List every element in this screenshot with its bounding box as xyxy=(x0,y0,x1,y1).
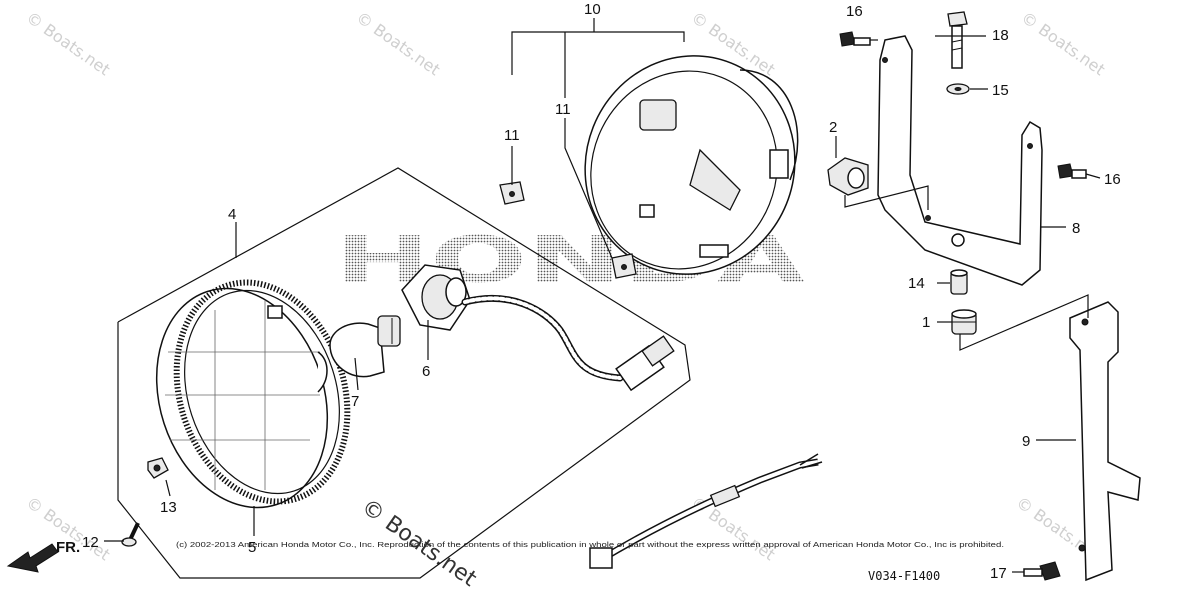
callout-13: 13 xyxy=(160,499,177,516)
nut-clip-part xyxy=(147,457,169,479)
watermark-site: © Boats.net xyxy=(353,8,444,80)
callout-16: 16 xyxy=(1104,171,1121,188)
bolt-part xyxy=(839,31,871,47)
bolt-part xyxy=(1057,163,1087,179)
long-stay-part xyxy=(1069,301,1141,582)
copyright-notice: (c) 2002-2013 American Honda Motor Co., … xyxy=(176,540,1004,549)
rubber-grommet-part xyxy=(951,309,977,335)
callout-7: 7 xyxy=(351,393,359,410)
collar-part xyxy=(950,269,968,295)
callout-12: 12 xyxy=(82,534,99,551)
callout-17: 17 xyxy=(990,565,1007,582)
callout-15: 15 xyxy=(992,82,1009,99)
screw-part xyxy=(121,522,140,547)
callout-11: 11 xyxy=(555,101,571,118)
headlight-lens-part xyxy=(155,279,351,509)
headlight-group-outline xyxy=(117,167,691,579)
socket-harness-part xyxy=(401,264,675,392)
front-direction-arrow: FR. xyxy=(6,539,80,573)
watermark-site: © Boats.net xyxy=(1018,8,1109,80)
headlight-case-part xyxy=(584,55,799,275)
callout-2: 2 xyxy=(829,119,837,136)
clip-part xyxy=(499,181,525,205)
callout-8: 8 xyxy=(1072,220,1080,237)
callout-16: 16 xyxy=(846,3,863,20)
callout-9: 9 xyxy=(1022,433,1030,450)
front-direction-label: FR. xyxy=(56,539,80,556)
wire-harness-part xyxy=(589,453,823,569)
callout-5: 5 xyxy=(248,539,256,556)
grommet-clip-part xyxy=(827,157,869,196)
diagram-code: V034-F1400 xyxy=(868,569,940,583)
callout-18: 18 xyxy=(992,27,1009,44)
watermarks: © Boats.net © Boats.net © Boats.net © Bo… xyxy=(23,8,1109,589)
leader-lines xyxy=(104,18,1101,573)
callouts: 4 5 7 6 13 12 11 11 10 2 16 18 15 16 8 1… xyxy=(82,1,1121,582)
bolt-part xyxy=(947,11,968,69)
callout-11: 11 xyxy=(504,127,520,144)
callout-4: 4 xyxy=(228,206,236,223)
callout-14: 14 xyxy=(908,275,925,292)
bulb-part xyxy=(329,315,401,378)
callout-10: 10 xyxy=(584,1,601,18)
bolt-part xyxy=(1023,561,1061,581)
stay-bracket-part xyxy=(877,35,1043,286)
clip-part xyxy=(611,253,637,279)
callout-6: 6 xyxy=(422,363,430,380)
washer-part xyxy=(946,83,970,95)
watermark-site: © Boats.net xyxy=(23,8,114,80)
callout-1: 1 xyxy=(922,314,930,331)
